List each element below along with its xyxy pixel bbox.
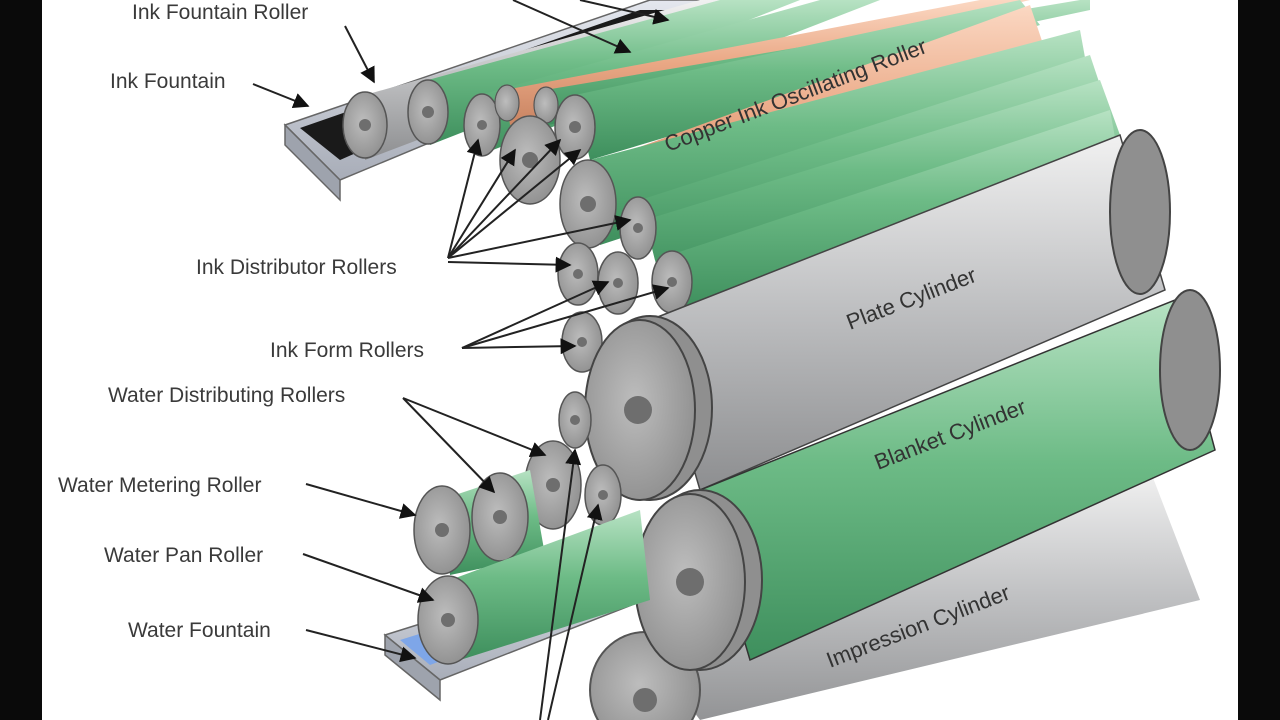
label-water-fountain: Water Fountain — [128, 619, 271, 642]
leader-arrows — [252, 0, 670, 720]
label-water-pan-roller: Water Pan Roller — [104, 544, 263, 567]
ink-form-rollers — [557, 110, 1120, 373]
diagram-stage: Copper Ink Oscillating Roller Plate Cyli… — [42, 0, 1238, 720]
right-letterbox — [1238, 0, 1280, 720]
offset-press-diagram: Copper Ink Oscillating Roller Plate Cyli… — [58, 0, 1221, 720]
label-water-distributing-rollers: Water Distributing Rollers — [108, 384, 345, 407]
blanket-cylinder: Blanket Cylinder — [634, 289, 1221, 671]
plate-cylinder: Plate Cylinder — [584, 129, 1171, 501]
label-ink-form-rollers: Ink Form Rollers — [270, 339, 424, 362]
label-water-metering-roller: Water Metering Roller — [58, 474, 261, 497]
label-ink-distributor-rollers: Ink Distributor Rollers — [196, 256, 397, 279]
label-ink-fountain: Ink Fountain — [110, 70, 226, 93]
water-metering-roller — [413, 470, 545, 575]
left-letterbox — [0, 0, 42, 720]
label-ink-fountain-roller: Ink Fountain Roller — [132, 1, 308, 24]
